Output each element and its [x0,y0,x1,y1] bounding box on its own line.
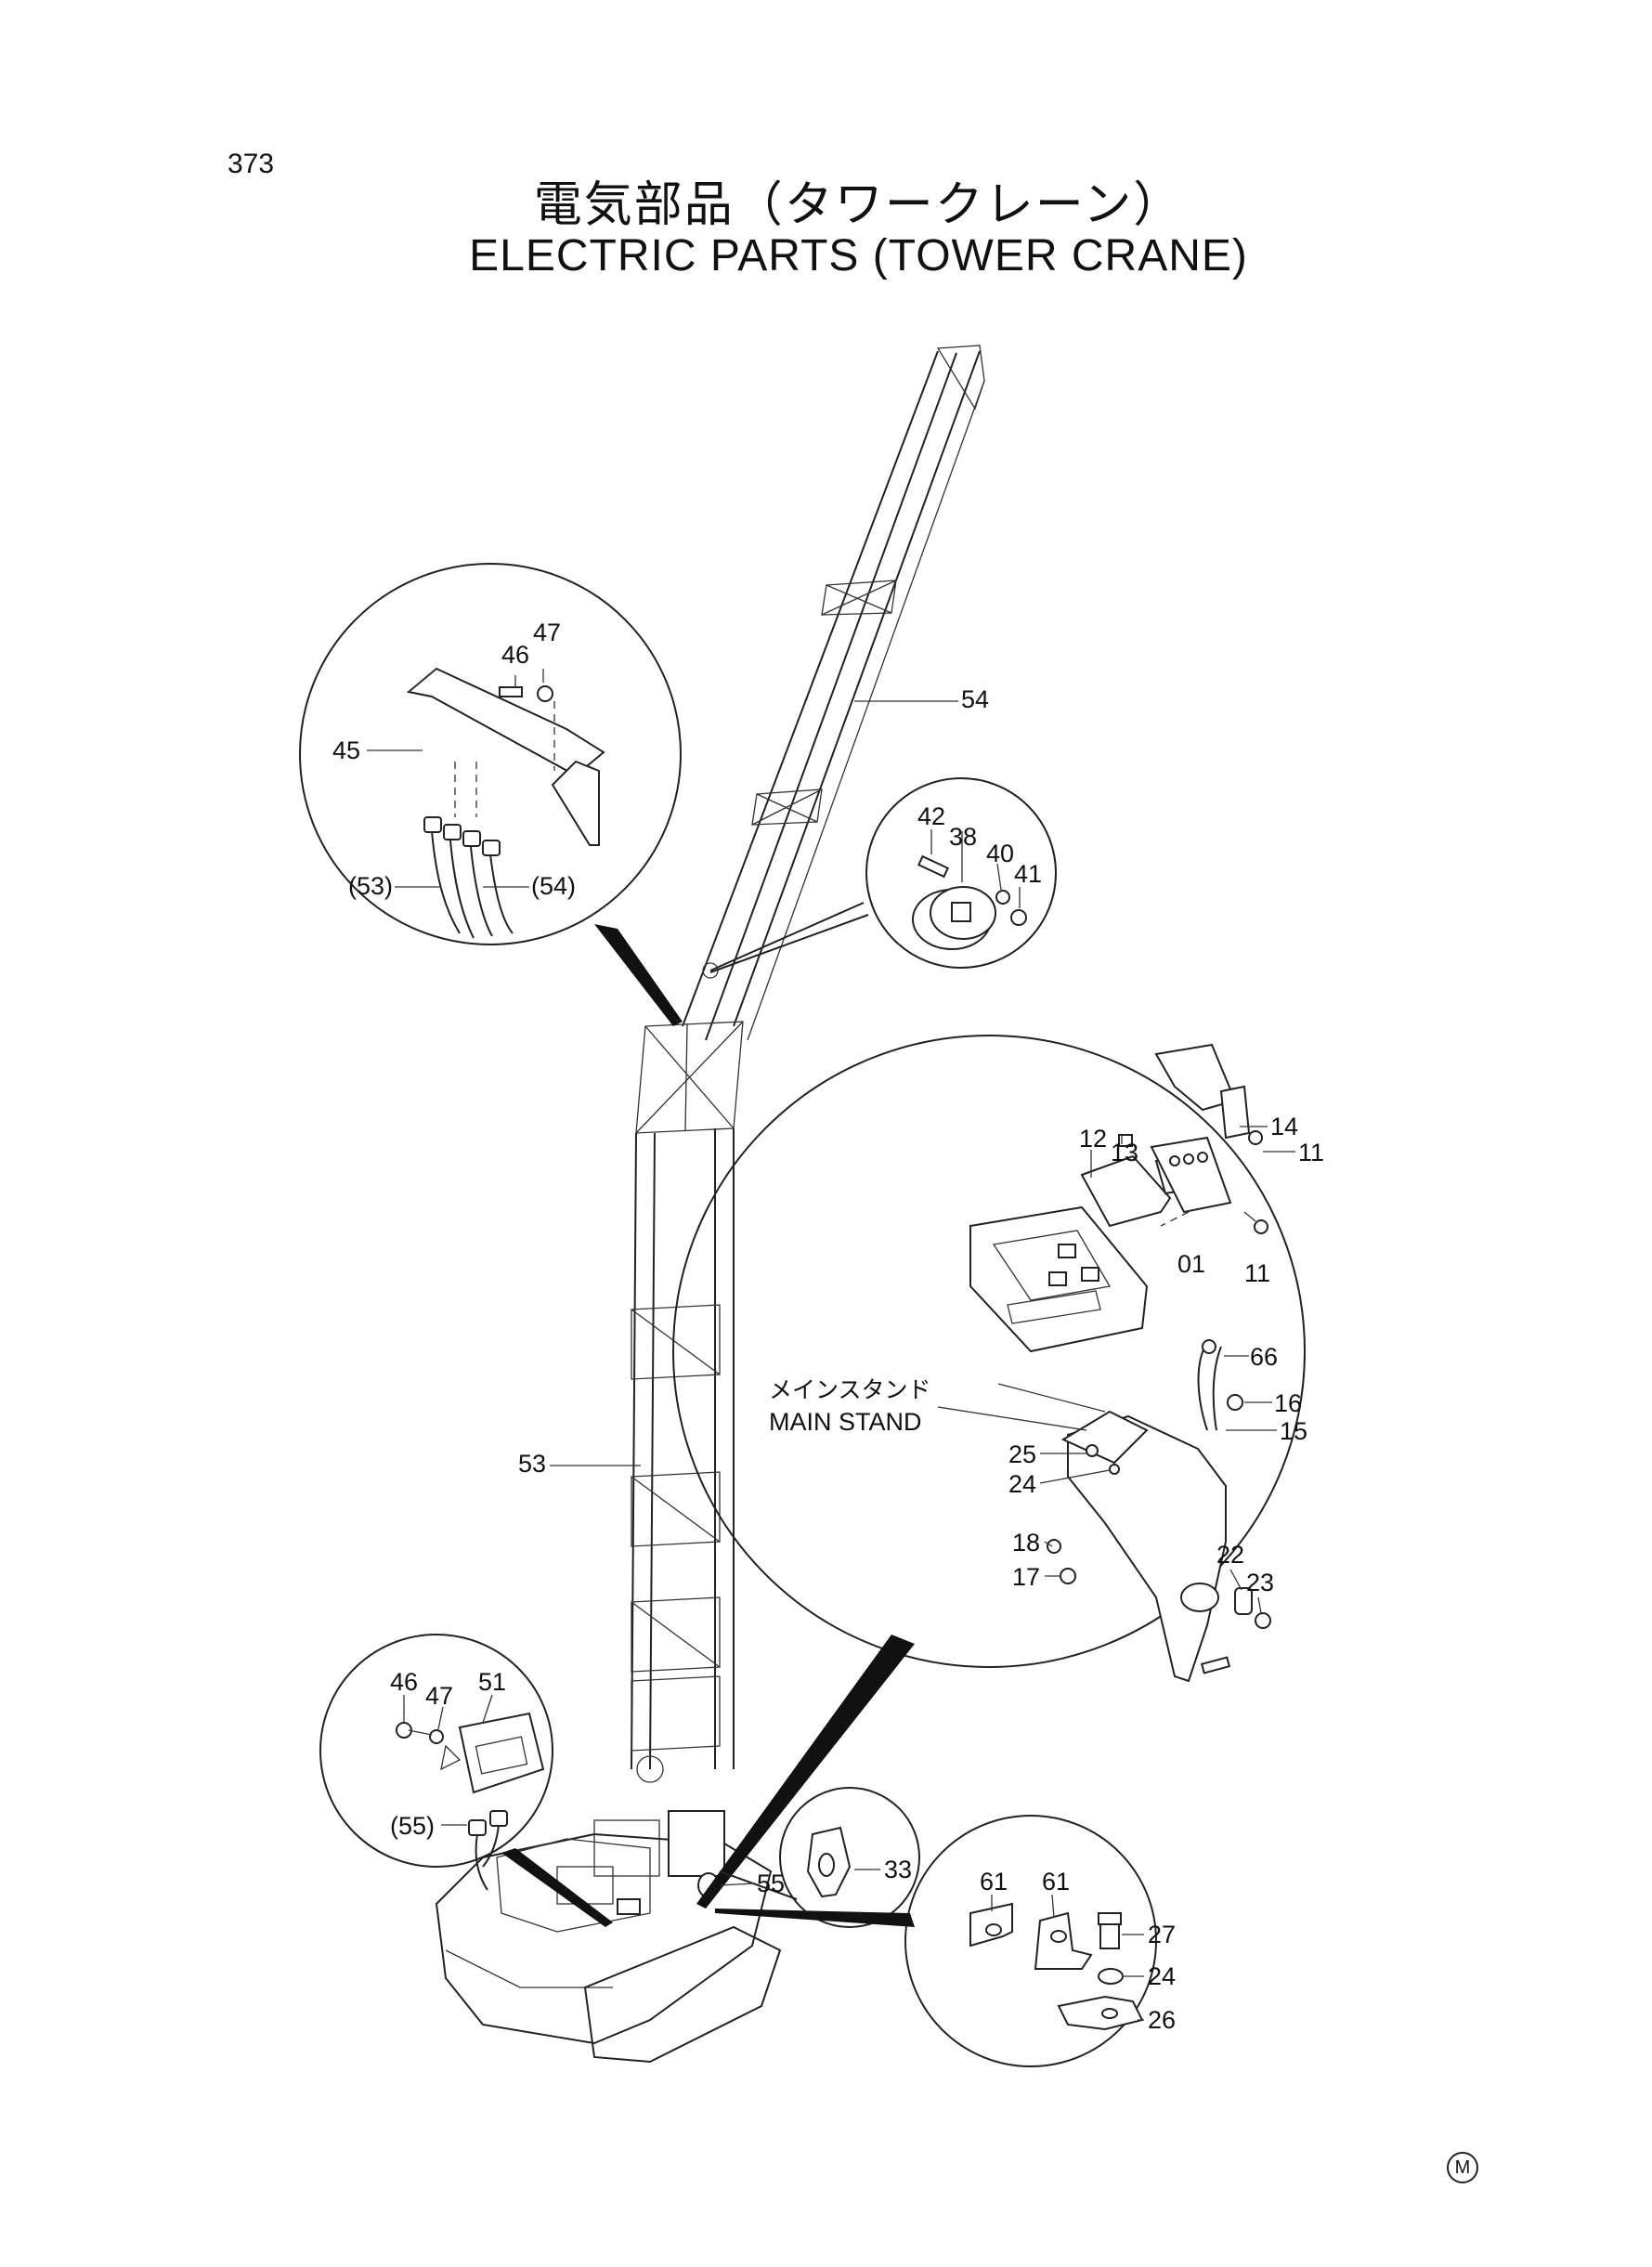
d3-label-66: 66 [1250,1343,1278,1371]
label-54: 54 [961,685,989,713]
d1-label-54: (54) [531,872,576,900]
d3-label-11a: 11 [1298,1139,1324,1166]
d3-label-23: 23 [1246,1569,1274,1596]
detail-circle-1 [299,563,683,1026]
d4-label-47: 47 [425,1682,453,1710]
part-55-leader [719,1883,755,1886]
detail-circle-33 [719,1787,920,1928]
d5-label-24: 24 [1148,1962,1176,1990]
d5-label-61a: 61 [980,1868,1008,1896]
d3-label-14: 14 [1270,1113,1298,1140]
d3-label-16: 16 [1274,1389,1302,1417]
detail-circle-2 [709,777,1057,973]
main-stand-label-en: MAIN STAND [769,1408,922,1436]
d5-label-61b: 61 [1042,1868,1070,1896]
d4-label-46: 46 [390,1668,418,1696]
d3-label-25: 25 [1008,1440,1036,1468]
manufacturer-mark: M [1447,2152,1478,2183]
title-japanese: 電気部品（タワークレーン） [533,178,1184,232]
d1-label-45: 45 [332,736,360,764]
d3-label-24: 24 [1008,1470,1036,1498]
d2-label-40: 40 [986,840,1014,867]
label-53: 53 [518,1450,546,1478]
callout-labels: 54 53 55 33 46 47 45 (53) (54) 42 38 40 … [332,619,1324,2034]
detail-circle-4 [319,1634,613,1927]
d1-label-47: 47 [533,619,561,646]
d1-label-53: (53) [348,872,393,900]
d3-label-15: 15 [1280,1417,1307,1445]
d3-label-17: 17 [1012,1563,1040,1591]
d4-label-55: (55) [390,1812,435,1840]
d2-label-38: 38 [949,823,977,851]
d3-label-13: 13 [1111,1139,1138,1166]
crane-tower [631,1021,744,1770]
d2-label-41: 41 [1014,860,1042,888]
d3-label-11b: 11 [1244,1259,1270,1287]
d2-label-42: 42 [917,802,945,830]
label-55: 55 [757,1870,785,1897]
detail-circle-5 [715,1815,1157,2067]
d5-label-26: 26 [1148,2006,1176,2034]
d1-label-46: 46 [501,641,529,669]
d3-label-18: 18 [1012,1529,1040,1557]
d4-label-51: 51 [478,1668,506,1696]
d5-label-27: 27 [1148,1921,1176,1948]
d3-label-12: 12 [1079,1125,1107,1153]
title-english: ELECTRIC PARTS (TOWER CRANE) [469,231,1248,280]
d3-label-22: 22 [1216,1541,1244,1569]
d3-label-01: 01 [1177,1250,1205,1278]
crane-jib [682,345,985,1041]
main-stand-label-jp: メインスタンド [769,1376,931,1403]
page-number: 373 [228,149,275,179]
label-33: 33 [884,1856,912,1883]
detail-circle-3 [672,1035,1306,1909]
